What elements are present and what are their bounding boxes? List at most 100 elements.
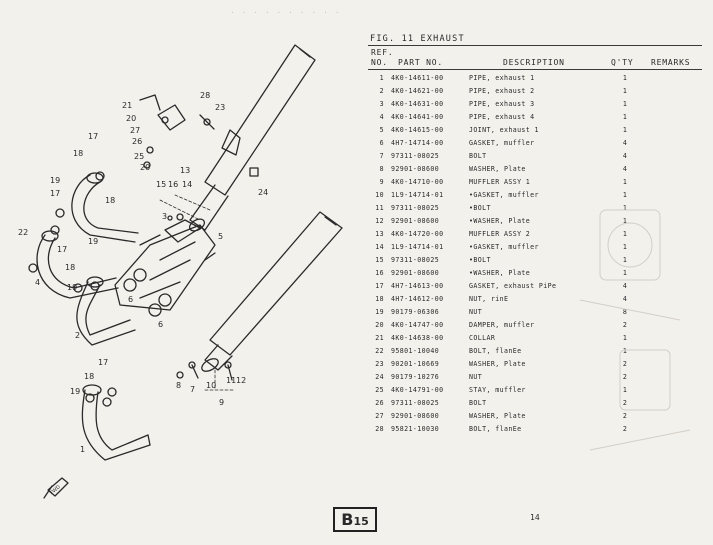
ref-no-cell: 17 [375, 282, 384, 290]
callout-number: 1 [80, 445, 85, 454]
qty-cell: 4 [622, 139, 628, 147]
description-cell: JOINT, exhaust 1 [469, 126, 539, 134]
ref-no-cell: 5 [379, 126, 384, 134]
qty-cell: 1 [622, 204, 628, 212]
description-cell: NUT [469, 308, 483, 316]
part-no-cell: 92901-08600 [391, 165, 440, 173]
description-cell: NUT [469, 373, 483, 381]
qty-cell: 2 [622, 399, 628, 407]
description-cell: •BOLT [469, 204, 491, 212]
part-no-cell: 4K0-14791-00 [391, 386, 444, 394]
callout-number: 13 [180, 166, 190, 175]
description-cell: DAMPER, muffler [469, 321, 535, 329]
callout-number: 12 [236, 376, 246, 385]
header-ref-line2: NO. [371, 58, 388, 67]
header-ref-line1: REF. [371, 48, 394, 57]
description-cell: WASHER, Plate [469, 412, 526, 420]
qty-cell: 8 [622, 308, 628, 316]
figure-title: FIG. 11 EXHAUST [370, 34, 465, 44]
muffler-stay [139, 94, 186, 131]
ref-no-cell: 21 [375, 334, 384, 342]
qty-cell: 1 [622, 191, 628, 199]
exhaust-exploded-diagram: 2823212027262520132415161417181917183522… [18, 44, 343, 499]
small-fasteners [28, 114, 259, 407]
callout-number: 17 [50, 189, 60, 198]
qty-cell: 1 [622, 217, 628, 225]
part-no-cell: 4K0-14747-00 [391, 321, 444, 329]
ref-no-cell: 2 [379, 87, 384, 95]
description-cell: WASHER, Plate [469, 165, 526, 173]
exhaust-pipe-3 [71, 172, 139, 243]
part-no-cell: 97311-08025 [391, 399, 440, 407]
callout-number: 22 [18, 228, 28, 237]
qty-cell: 4 [622, 282, 628, 290]
callout-number: 9 [219, 398, 224, 407]
qty-cell: 2 [622, 425, 628, 433]
qty-cell: 1 [622, 126, 628, 134]
ref-no-cell: 12 [375, 217, 384, 225]
description-cell: PIPE, exhaust 2 [469, 87, 535, 95]
callout-number: 17 [88, 132, 98, 141]
ref-no-cell: 7 [379, 152, 384, 160]
callout-number: 2 [75, 331, 80, 340]
ref-no-cell: 11 [375, 204, 384, 212]
callout-number: 19 [88, 237, 98, 246]
callout-number: 28 [200, 91, 210, 100]
callout-number: 4 [35, 278, 40, 287]
description-cell: MUFFLER ASSY 1 [469, 178, 531, 186]
ref-no-cell: 28 [375, 425, 384, 433]
qty-cell: 4 [622, 295, 628, 303]
exhaust-pipe-1 [81, 384, 151, 461]
part-no-cell: 97311-08025 [391, 204, 440, 212]
qty-cell: 2 [622, 360, 628, 368]
description-cell: BOLT [469, 152, 487, 160]
bleed-through-carburetor-drawing [579, 209, 691, 451]
exhaust-pipe-2 [76, 276, 136, 346]
ref-no-cell: 10 [375, 191, 384, 199]
callout-number: 19 [50, 176, 60, 185]
qty-cell: 1 [622, 386, 628, 394]
part-no-cell: 90201-10669 [391, 360, 440, 368]
ref-no-cell: 8 [379, 165, 384, 173]
qty-cell: 1 [622, 87, 628, 95]
qty-cell: 1 [622, 334, 628, 342]
part-no-cell: 1L9-14714-01 [391, 191, 444, 199]
description-cell: STAY, muffler [469, 386, 526, 394]
callout-number: 19 [70, 387, 80, 396]
callout-number: 24 [258, 188, 268, 197]
muffler-assy-2 [201, 211, 343, 372]
description-cell: BOLT, flanEe [469, 347, 522, 355]
qty-cell: 2 [622, 373, 628, 381]
description-cell: •WASHER, Plate [469, 269, 531, 277]
table-row: 11 97311-08025 •BOLT 1 [368, 202, 702, 215]
callout-number: 18 [105, 196, 115, 205]
callout-number: 10 [206, 381, 216, 390]
callout-number: 23 [215, 103, 225, 112]
part-no-cell: 4K0-14621-00 [391, 87, 444, 95]
description-cell: •GASKET, muffler [469, 191, 539, 199]
description-cell: PIPE, exhaust 1 [469, 74, 535, 82]
part-no-cell: 92901-08600 [391, 269, 440, 277]
part-no-cell: 90179-10276 [391, 373, 440, 381]
part-no-cell: 4K0-14615-00 [391, 126, 444, 134]
header-qty: Q'TY [611, 58, 634, 67]
front-arrow [43, 477, 69, 499]
ref-no-cell: 27 [375, 412, 384, 420]
part-no-cell: 4K0-14641-00 [391, 113, 444, 121]
callout-number: 14 [182, 180, 192, 189]
header-remarks: REMARKS [651, 58, 691, 67]
part-no-cell: 4K0-14638-00 [391, 334, 444, 342]
qty-cell: 1 [622, 230, 628, 238]
